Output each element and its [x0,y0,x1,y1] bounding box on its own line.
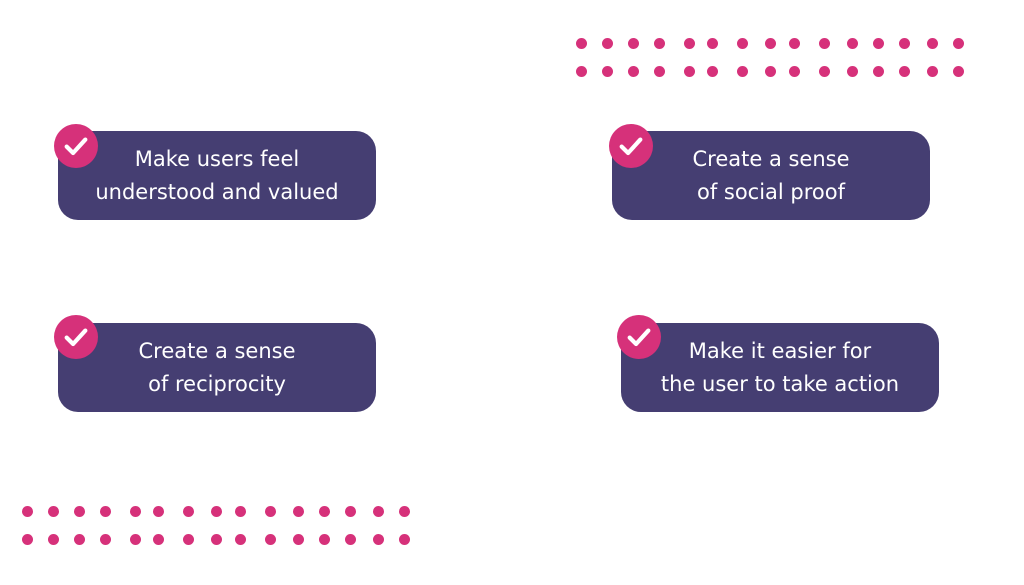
dot-icon [927,66,938,77]
dot-icon [684,66,695,77]
dot-icon [22,534,33,545]
dot-icon [628,66,639,77]
card-text-line2: the user to take action [660,371,900,396]
benefit-card-understood: Make users feel understood and valued [58,131,376,220]
dot-icon [74,534,85,545]
card-text-line2: understood and valued [95,179,339,204]
dot-icon [345,506,356,517]
dot-icon [48,534,59,545]
dot-icon [293,506,304,517]
dot-icon [235,506,246,517]
dot-icon [707,38,718,49]
card-text-line1: Make users feel [134,146,300,171]
dot-icon [130,534,141,545]
dot-icon [74,506,85,517]
dot-icon [183,534,194,545]
checkmark-icon [54,315,98,359]
card-text-line2: of social proof [696,179,846,204]
dot-icon [654,38,665,49]
dot-icon [130,506,141,517]
benefit-card-easier-action: Make it easier for the user to take acti… [621,323,939,412]
dot-icon [765,38,776,49]
dot-icon [183,506,194,517]
dot-icon [819,66,830,77]
dot-icon [100,506,111,517]
checkmark-icon [609,124,653,168]
dot-icon [927,38,938,49]
dot-pattern-bottom-left [22,506,422,551]
dot-icon [684,38,695,49]
dot-icon [373,534,384,545]
dot-icon [707,66,718,77]
dot-icon [602,66,613,77]
dot-icon [265,506,276,517]
benefit-card-social-proof: Create a sense of social proof [612,131,930,220]
dot-icon [737,38,748,49]
dot-icon [211,506,222,517]
dot-icon [265,534,276,545]
dot-icon [211,534,222,545]
benefit-card-reciprocity: Create a sense of reciprocity [58,323,376,412]
dot-icon [100,534,111,545]
dot-icon [953,38,964,49]
dot-icon [737,66,748,77]
dot-icon [654,66,665,77]
dot-icon [319,534,330,545]
dot-icon [789,38,800,49]
dot-icon [48,506,59,517]
dot-pattern-top-right [576,38,976,83]
dot-icon [319,506,330,517]
dot-icon [576,66,587,77]
dot-icon [953,66,964,77]
dot-icon [789,66,800,77]
dot-icon [765,66,776,77]
card-text-line1: Create a sense [692,146,850,171]
dot-icon [899,66,910,77]
card-text-line1: Create a sense [138,338,296,363]
dot-icon [399,506,410,517]
dot-icon [847,66,858,77]
dot-icon [628,38,639,49]
dot-icon [235,534,246,545]
dot-icon [399,534,410,545]
dot-icon [153,506,164,517]
card-text-line1: Make it easier for [688,338,872,363]
checkmark-icon [617,315,661,359]
dot-icon [22,506,33,517]
dot-icon [153,534,164,545]
dot-icon [576,38,587,49]
dot-icon [373,506,384,517]
dot-icon [819,38,830,49]
dot-icon [847,38,858,49]
dot-icon [345,534,356,545]
dot-icon [602,38,613,49]
dot-icon [899,38,910,49]
dot-icon [293,534,304,545]
checkmark-icon [54,124,98,168]
card-text-line2: of reciprocity [148,371,286,396]
dot-icon [873,38,884,49]
dot-icon [873,66,884,77]
